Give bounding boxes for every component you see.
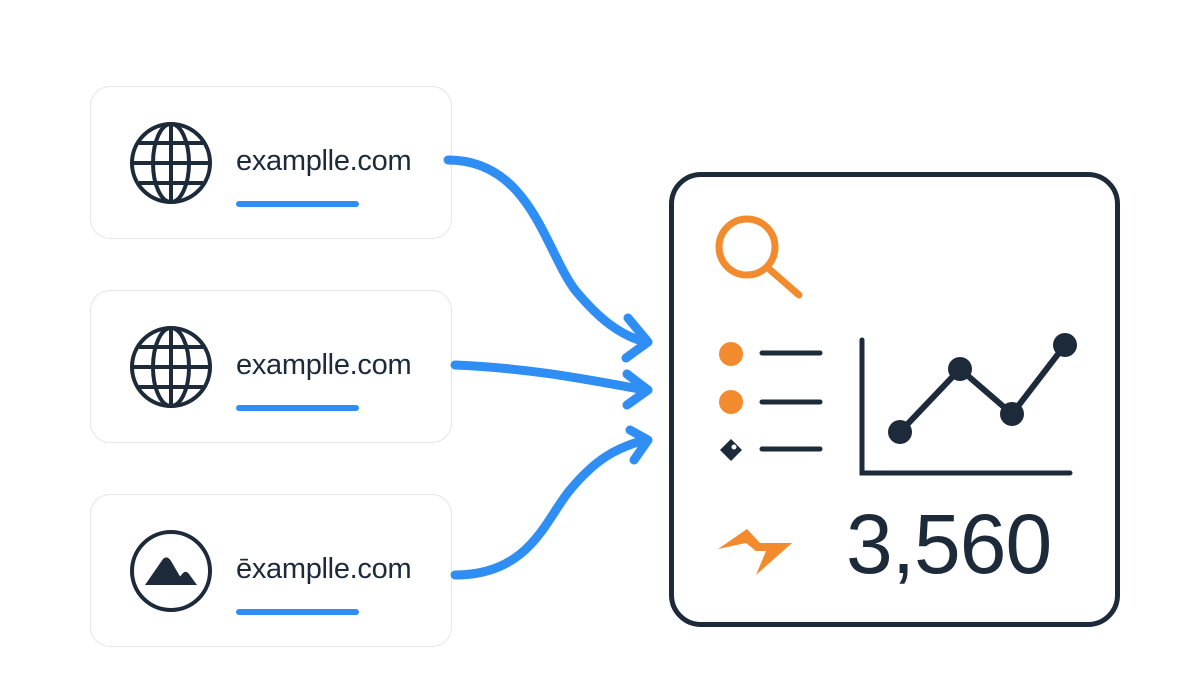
- link-underline: [236, 405, 359, 411]
- dashboard-graphics: [715, 215, 1077, 575]
- link-underline: [236, 201, 359, 207]
- metric-value: 3,560: [846, 497, 1052, 591]
- mountain-logo-icon: [130, 530, 212, 612]
- arrow-connector: [443, 155, 650, 347]
- globe-icon: [130, 122, 212, 204]
- globe-icon: [130, 326, 212, 408]
- arrowhead: [621, 313, 653, 363]
- source-card: ēxamplle.com: [90, 494, 452, 647]
- source-domain-label: examplle.com: [236, 145, 412, 177]
- source-domain-label: ēxamplle.com: [236, 553, 412, 585]
- link-underline: [236, 609, 359, 615]
- line-chart-icon: [859, 333, 1077, 476]
- analytics-dashboard: 3,560: [669, 172, 1120, 627]
- source-domain-label: examplle.com: [236, 349, 412, 381]
- source-card: examplle.com: [90, 86, 452, 239]
- search-icon: [715, 215, 803, 299]
- arrow-connector: [450, 360, 650, 395]
- list-icon: [719, 342, 823, 461]
- source-card: examplle.com: [90, 290, 452, 443]
- arrowhead: [622, 369, 653, 410]
- arrowhead: [625, 425, 653, 465]
- trend-arrow-icon: [718, 529, 792, 575]
- arrow-connector: [450, 435, 650, 580]
